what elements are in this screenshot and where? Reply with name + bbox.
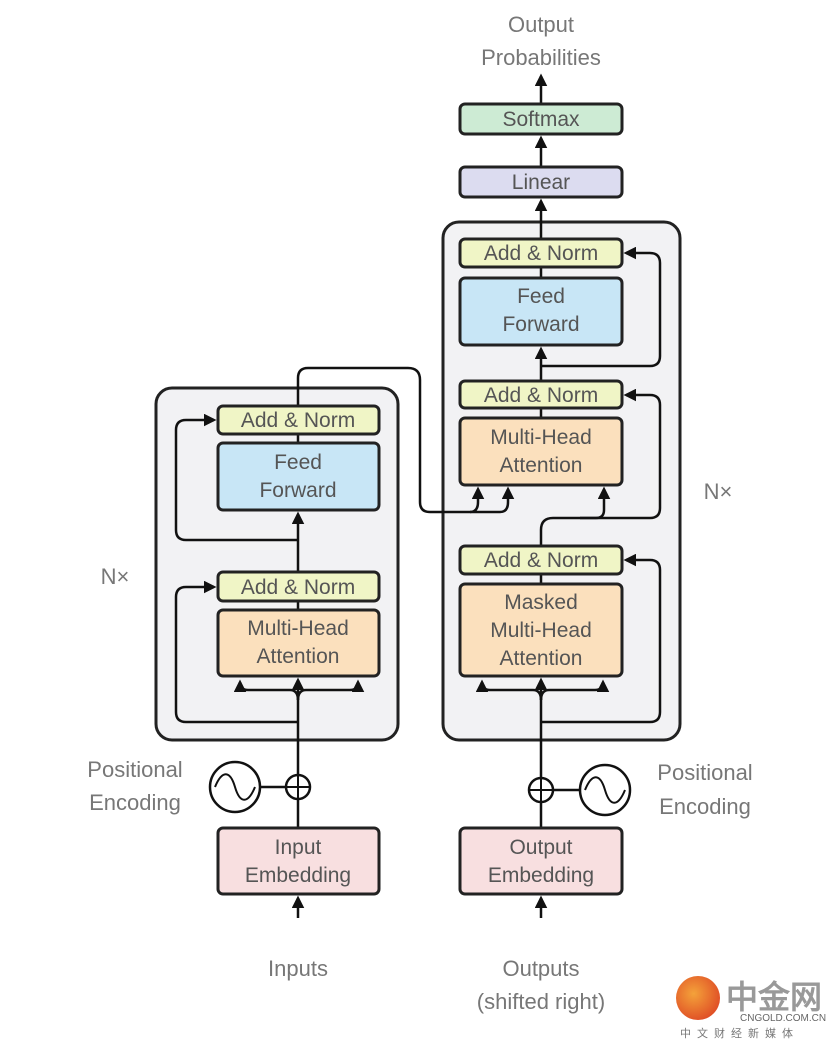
masked-mha-label-3: Attention	[500, 647, 583, 670]
decoder-add-norm-mid	[458, 379, 624, 410]
encoder-positional-encoding	[208, 760, 312, 814]
input-embedding-label: Input	[275, 836, 322, 859]
linear-label: Linear	[512, 171, 570, 194]
watermark-name: 中金网	[726, 978, 823, 1016]
encoder-repeat-label: N×	[101, 564, 130, 589]
encoder-positional-label-2: Encoding	[89, 790, 181, 815]
encoder-add-norm-top-label: Add & Norm	[241, 409, 355, 432]
encoder-mha-label-2: Attention	[257, 645, 340, 668]
output-embedding-label: Output	[509, 836, 572, 859]
softmax-label: Softmax	[502, 108, 580, 131]
decoder-masked-multi-head-attention	[458, 582, 624, 678]
output-embedding-label-2: Embedding	[488, 864, 594, 887]
masked-mha-label-2: Multi-Head	[490, 619, 592, 642]
watermark-tagline: 中文财经新媒体	[680, 1027, 799, 1040]
decoder-add-norm-bottom	[458, 544, 624, 576]
decoder-positional-label: Positional	[657, 760, 752, 785]
decoder-add-norm-top-label: Add & Norm	[484, 242, 598, 265]
decoder-multi-head-attention	[458, 416, 624, 487]
decoder-add-norm-mid-label: Add & Norm	[484, 384, 598, 407]
input-embedding	[216, 826, 381, 896]
inputs-label: Inputs	[268, 956, 328, 981]
logo-icon	[676, 976, 720, 1020]
decoder-add-norm-bottom-label: Add & Norm	[484, 549, 598, 572]
decoder-feed-forward-label: Feed	[517, 285, 565, 308]
encoder-stack	[154, 386, 400, 742]
encoder-feed-forward	[216, 441, 381, 512]
decoder-repeat-label: N×	[704, 479, 733, 504]
decoder-positional-encoding	[527, 763, 632, 817]
decoder-mha-label: Multi-Head	[490, 426, 592, 449]
encoder-feed-forward-label-2: Forward	[259, 479, 336, 502]
encoder-add-norm-top	[216, 404, 381, 436]
encoder-add-norm-bottom	[216, 570, 381, 603]
input-embedding-label-2: Embedding	[245, 864, 351, 887]
decoder-feed-forward	[458, 276, 624, 347]
encoder-positional-label: Positional	[87, 757, 182, 782]
encoder-mha-label: Multi-Head	[247, 617, 349, 640]
encoder-add-norm-bottom-label: Add & Norm	[241, 576, 355, 599]
linear-block	[458, 165, 624, 199]
output-probabilities-label-2: Probabilities	[481, 45, 601, 70]
masked-mha-label: Masked	[504, 591, 578, 614]
decoder-mha-label-2: Attention	[500, 454, 583, 477]
connections	[174, 73, 662, 918]
output-probabilities-label: Output	[508, 12, 574, 37]
watermark-logo: 中金网 CNGOLD.COM.CN 中文财经新媒体	[672, 970, 832, 1045]
shifted-right-label: (shifted right)	[477, 989, 605, 1014]
encoder-multi-head-attention	[216, 608, 381, 678]
softmax-block	[458, 102, 624, 136]
watermark-url: CNGOLD.COM.CN	[740, 1013, 827, 1024]
output-embedding	[458, 826, 624, 896]
decoder-positional-label-2: Encoding	[659, 794, 751, 819]
decoder-feed-forward-label-2: Forward	[502, 313, 579, 336]
decoder-add-norm-top	[458, 237, 624, 269]
outputs-label: Outputs	[502, 956, 579, 981]
encoder-feed-forward-label: Feed	[274, 451, 322, 474]
